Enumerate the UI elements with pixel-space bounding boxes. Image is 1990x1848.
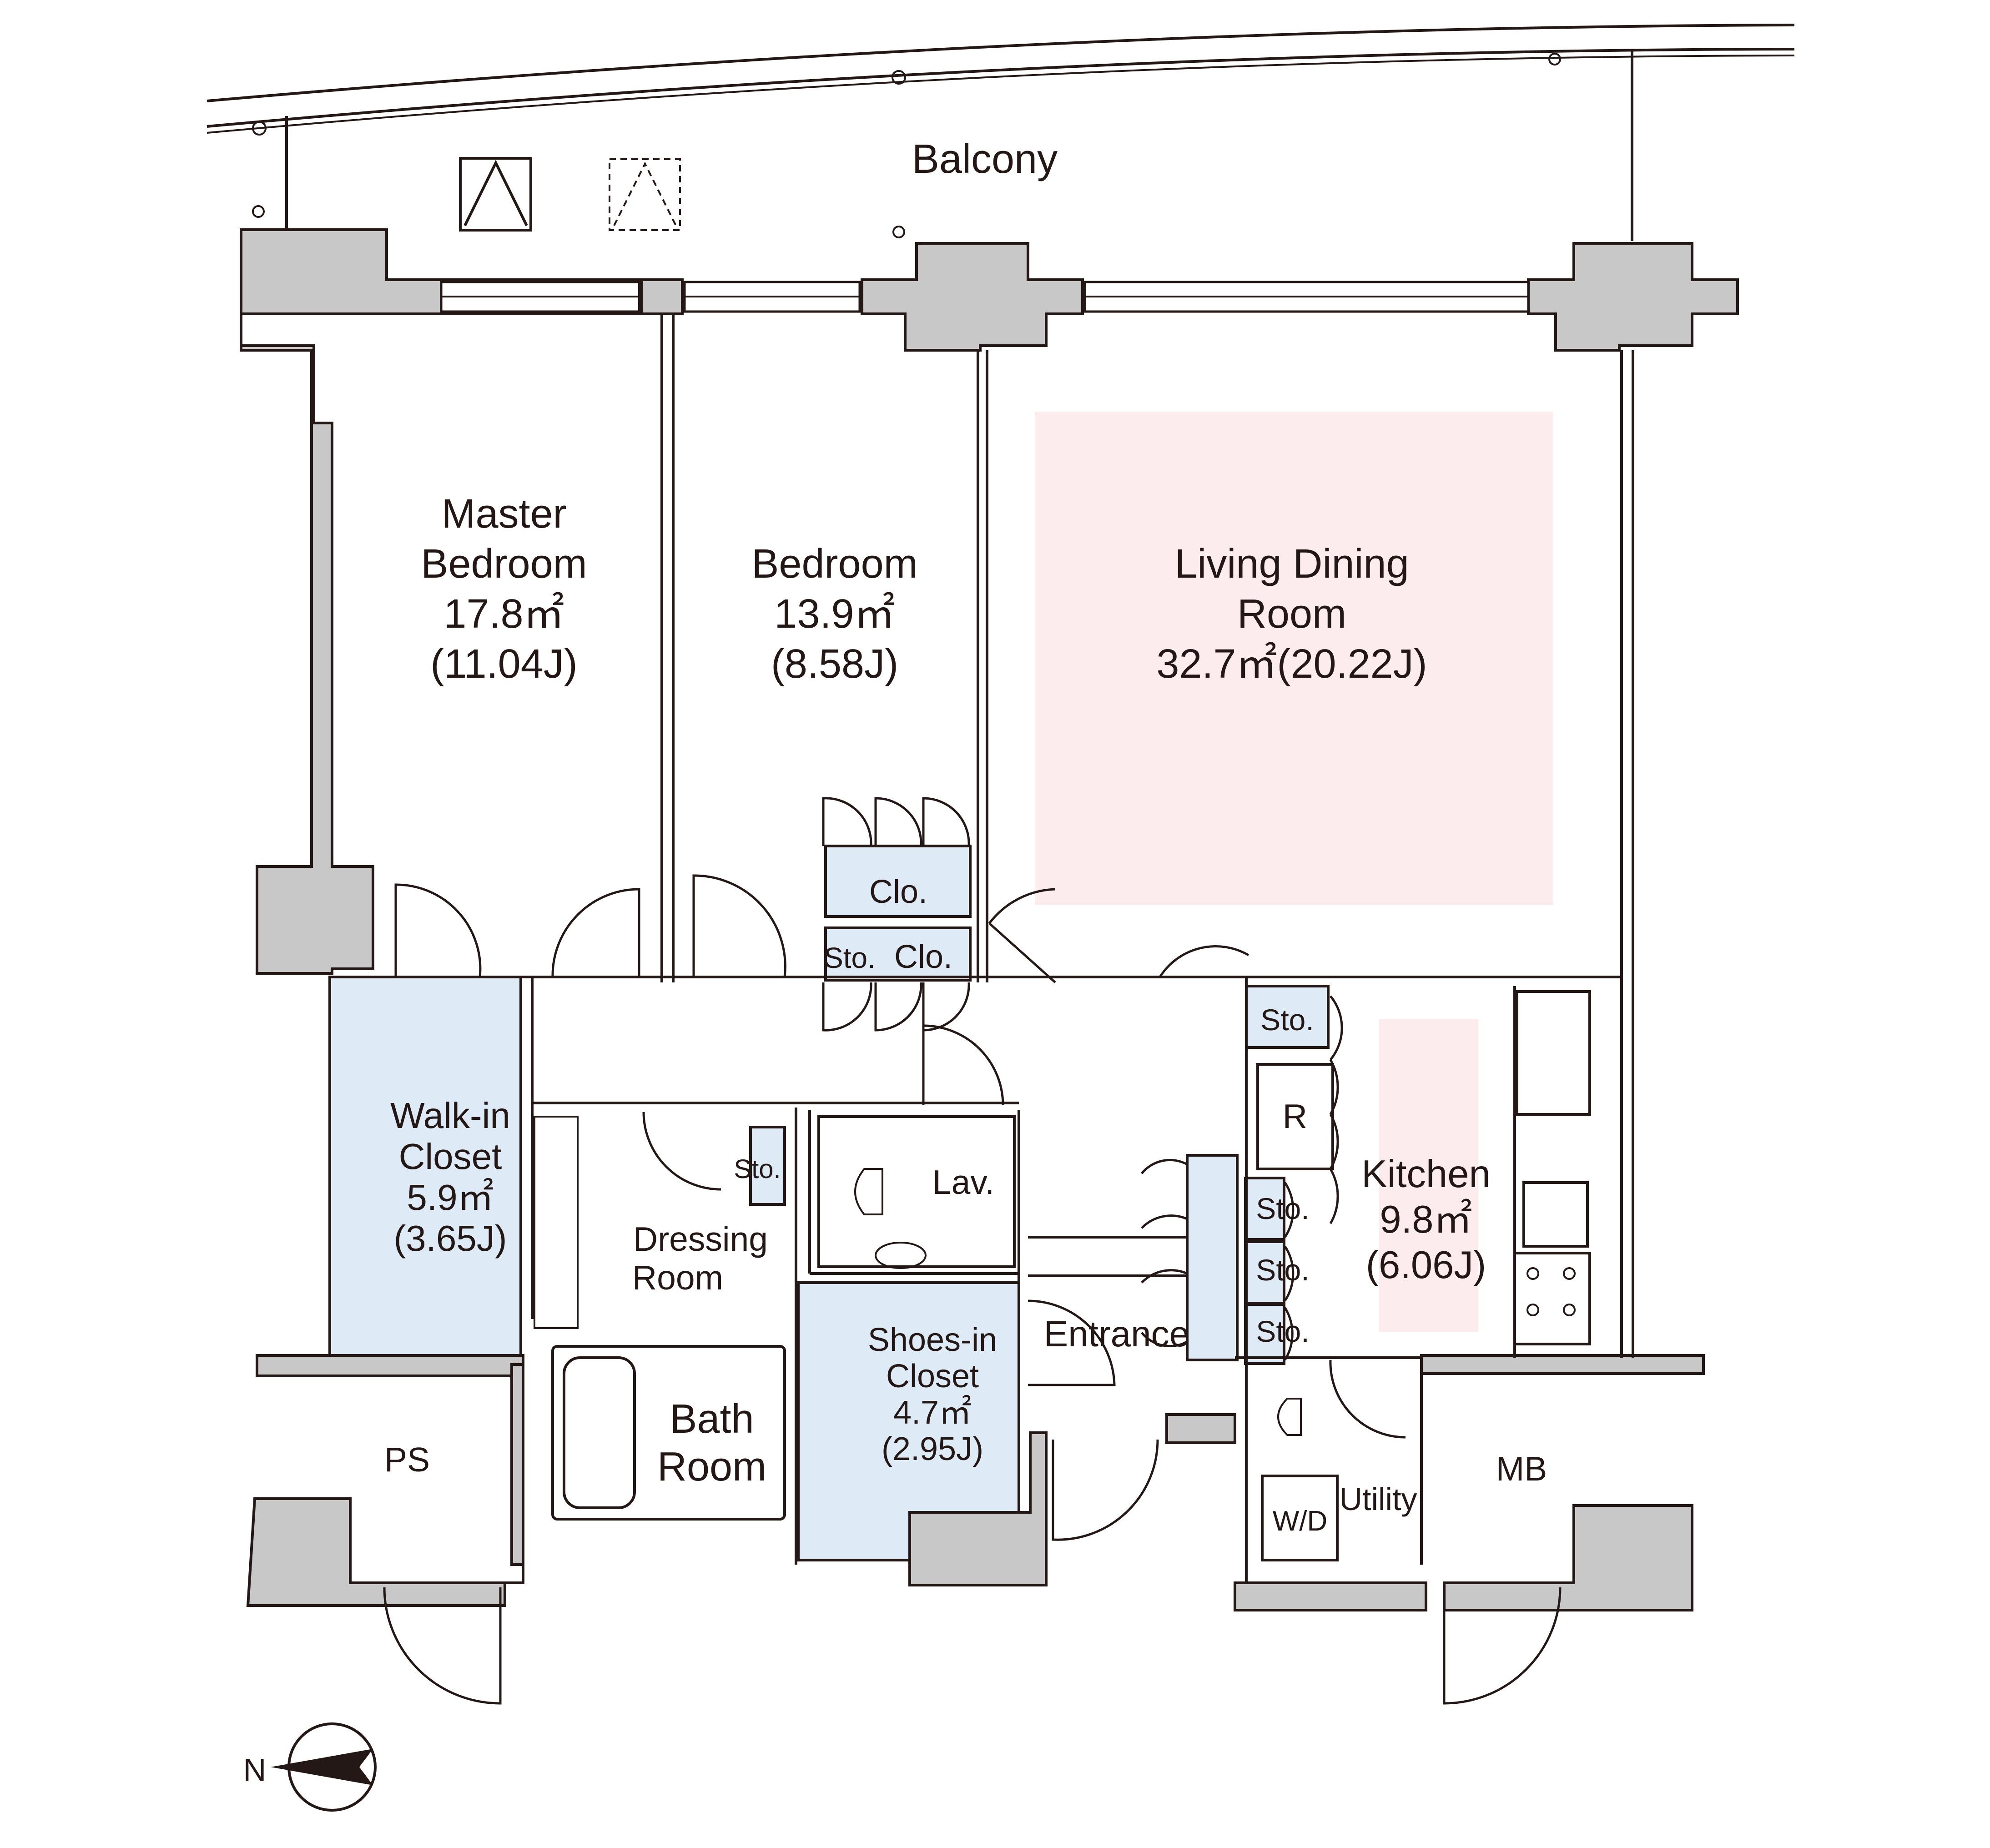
- master-bedroom-line1: Master: [441, 491, 566, 537]
- living-label-line2: Room: [1237, 591, 1346, 637]
- balcony-railing: [207, 24, 1795, 241]
- living-highlight: [1035, 412, 1553, 905]
- living-area-jo: 32.7㎡(20.22J): [1156, 641, 1427, 687]
- sto-kitchen-3-label: Sto.: [1256, 1314, 1309, 1348]
- dressing-line2: Room: [632, 1259, 723, 1297]
- storage-fills: [328, 845, 1330, 1561]
- sto-kitchen-top-label: Sto.: [1260, 1003, 1314, 1037]
- refrigerator-label: R: [1283, 1097, 1307, 1135]
- bedroom-jo: (8.58J): [771, 641, 898, 687]
- sto-dressing-label: Sto.: [734, 1154, 781, 1184]
- bath-line1: Bath: [670, 1396, 754, 1442]
- fixtures: [534, 990, 1591, 1561]
- walkin-line2: Closet: [399, 1136, 502, 1177]
- kitchen-highlight: [1379, 1019, 1478, 1332]
- balcony-label: Balcony: [912, 136, 1058, 182]
- mb-label: MB: [1496, 1450, 1547, 1488]
- shoes-area: 4.7㎡: [893, 1395, 972, 1431]
- kitchen-label: Kitchen: [1361, 1153, 1491, 1196]
- walkin-area: 5.9㎡: [407, 1177, 494, 1218]
- walkin-line1: Walk-in: [390, 1095, 510, 1136]
- walkin-jo: (3.65J): [394, 1218, 507, 1259]
- doors: [383, 797, 1562, 1705]
- bedroom-area: 13.9㎡: [774, 591, 895, 637]
- dressing-line1: Dressing: [633, 1220, 768, 1258]
- bath-line2: Room: [657, 1444, 766, 1490]
- master-bedroom-jo: (11.04J): [430, 641, 577, 687]
- balcony-hatch-markers: [459, 157, 681, 232]
- master-bedroom-area: 17.8㎡: [443, 591, 564, 637]
- utility-label: Utility: [1339, 1481, 1417, 1517]
- windows: [440, 281, 1530, 313]
- bedroom-label: Bedroom: [751, 541, 917, 587]
- sto-kitchen-2-label: Sto.: [1256, 1253, 1309, 1287]
- compass-icon: N: [243, 1722, 377, 1812]
- shoes-jo: (2.95J): [882, 1431, 983, 1467]
- living-label-line1: Living Dining: [1174, 541, 1409, 587]
- ps-label: PS: [384, 1440, 430, 1479]
- kitchen-jo: (6.06J): [1366, 1244, 1486, 1287]
- sto-left-label: Sto.: [824, 942, 876, 974]
- compass-north-label: N: [243, 1752, 267, 1788]
- clo-lower-label: Clo.: [894, 939, 952, 975]
- sto-kitchen-1-label: Sto.: [1256, 1192, 1309, 1225]
- clo-upper-label: Clo.: [869, 874, 927, 910]
- lav-label: Lav.: [932, 1163, 994, 1201]
- shoes-line2: Closet: [886, 1358, 979, 1395]
- entrance-label: Entrance: [1044, 1314, 1189, 1354]
- shoes-line1: Shoes-in: [868, 1322, 997, 1358]
- washer-dryer-label: W/D: [1273, 1506, 1328, 1537]
- master-bedroom-line2: Bedroom: [421, 541, 587, 587]
- interior-lines: [332, 314, 1634, 1583]
- kitchen-area: 9.8㎡: [1380, 1198, 1472, 1241]
